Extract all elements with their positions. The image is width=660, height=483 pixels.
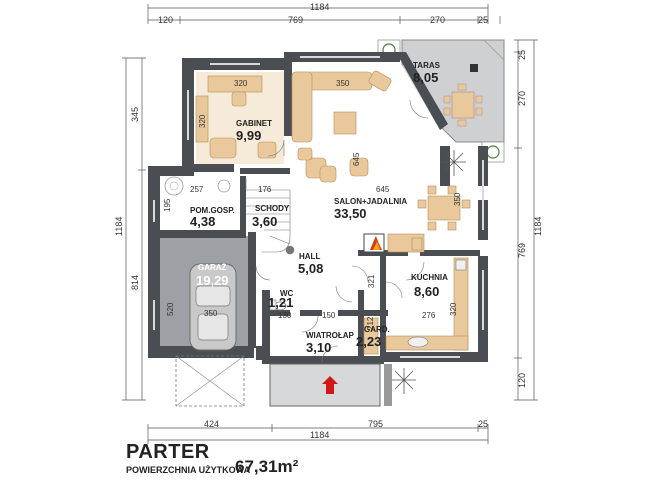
dim-gard-w: 212 bbox=[366, 316, 375, 330]
room-area-taras: 8,05 bbox=[413, 70, 438, 85]
kitchen-furniture bbox=[385, 237, 469, 351]
dimension-top bbox=[147, 4, 501, 24]
windows bbox=[153, 56, 484, 358]
dim-pom-w: 257 bbox=[190, 185, 204, 194]
dim-top-b: 769 bbox=[288, 15, 303, 25]
utility-appliances bbox=[164, 176, 231, 196]
dim-jadalnia-h: 350 bbox=[453, 192, 462, 206]
dim-wc-w: 130 bbox=[278, 311, 292, 320]
room-name-gard: GARD. bbox=[364, 325, 390, 334]
dim-salon-h1: 645 bbox=[352, 152, 361, 166]
fireplace-icon bbox=[370, 236, 382, 250]
stairs bbox=[245, 178, 295, 255]
dim-hall-h: 321 bbox=[367, 274, 376, 288]
dim-bottom-total: 1184 bbox=[310, 430, 329, 440]
room-name-taras: TARAS bbox=[413, 61, 441, 70]
dim-right-total: 1184 bbox=[533, 217, 543, 236]
wc-fixtures bbox=[269, 299, 379, 355]
floor-title: PARTER bbox=[126, 441, 210, 463]
dim-kuchnia-h: 320 bbox=[449, 302, 458, 316]
room-area-wiatrolap: 3,10 bbox=[306, 340, 331, 355]
room-name-pom-gosp: POM.GOSP. bbox=[190, 206, 235, 215]
room-name-garaz: GARAŻ bbox=[198, 263, 227, 272]
dim-hall-w: 150 bbox=[322, 311, 336, 320]
room-area-schody: 3,60 bbox=[252, 214, 277, 229]
dim-left-total: 1184 bbox=[114, 217, 124, 236]
dimension-left bbox=[122, 57, 146, 401]
dim-gabinet-h: 320 bbox=[198, 114, 207, 128]
garage bbox=[175, 263, 245, 407]
room-area-salon: 33,50 bbox=[334, 206, 367, 221]
room-name-wc: WC bbox=[280, 289, 294, 298]
room-area-kuchnia: 8,60 bbox=[414, 284, 439, 299]
room-area-pom-gosp: 4,38 bbox=[190, 214, 215, 229]
dim-bottom-b: 795 bbox=[368, 419, 383, 429]
dim-bottom-a: 424 bbox=[204, 419, 219, 429]
room-name-gabinet: GABINET bbox=[236, 119, 272, 128]
gabinet-furniture bbox=[195, 75, 277, 159]
dimension-bottom bbox=[147, 424, 489, 444]
dim-right-d: 120 bbox=[517, 373, 527, 388]
dim-top-d: 25 bbox=[478, 15, 488, 25]
room-name-kuchnia: KUCHNIA bbox=[411, 273, 448, 282]
total-area: 67,31m² bbox=[235, 457, 299, 476]
dim-garaz-w: 350 bbox=[204, 309, 218, 318]
room-area-gabinet: 9,99 bbox=[236, 128, 261, 143]
room-area-garaz: 19,29 bbox=[196, 273, 229, 288]
dim-kuchnia-w: 276 bbox=[422, 311, 436, 320]
plant-icon bbox=[392, 150, 466, 394]
dim-top-total: 1184 bbox=[310, 2, 329, 12]
dim-top-a: 120 bbox=[158, 15, 173, 25]
dim-salon-w: 350 bbox=[336, 79, 350, 88]
dim-right-b: 270 bbox=[517, 91, 527, 106]
dim-schody-w: 176 bbox=[258, 185, 272, 194]
room-name-hall: HALL bbox=[299, 252, 320, 261]
dim-garaz-h: 520 bbox=[166, 302, 175, 316]
porch bbox=[269, 363, 392, 407]
doors bbox=[255, 99, 429, 363]
room-area-wc: 1,21 bbox=[268, 295, 293, 310]
dim-bottom-c: 25 bbox=[478, 419, 488, 429]
dim-right-c: 769 bbox=[517, 243, 527, 258]
dimension-right bbox=[514, 39, 538, 401]
dim-pom-h: 195 bbox=[163, 198, 172, 212]
room-name-schody: SCHODY bbox=[255, 204, 290, 213]
dim-salon-w2: 645 bbox=[376, 185, 390, 194]
room-area-hall: 5,08 bbox=[298, 261, 323, 276]
usable-area-label: POWIERZCHNIA UŻYTKOWA bbox=[126, 465, 251, 475]
dim-top-c: 270 bbox=[430, 15, 445, 25]
dim-left-a: 345 bbox=[130, 107, 140, 122]
dim-left-b: 814 bbox=[130, 275, 140, 290]
dim-right-a: 25 bbox=[517, 50, 527, 60]
room-area-gard: 2,23 bbox=[356, 334, 381, 349]
room-name-salon: SALON+JADALNIA bbox=[334, 197, 407, 206]
room-name-wiatrolap: WIATROŁAP bbox=[306, 331, 355, 340]
dim-gabinet-w: 320 bbox=[234, 79, 248, 88]
